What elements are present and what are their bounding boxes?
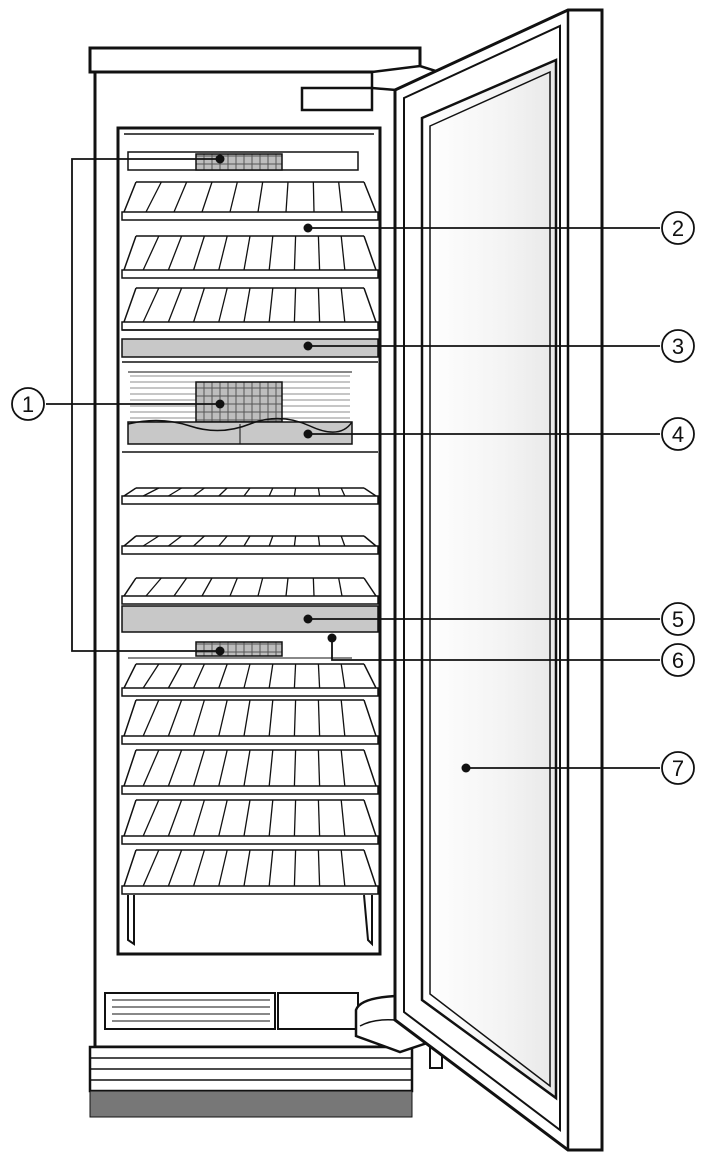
wine-shelf — [121, 577, 379, 605]
callout-4-label: 4 — [672, 422, 684, 447]
divider-plate — [121, 338, 379, 358]
wine-shelf — [121, 799, 379, 845]
callout-7: 7 — [661, 751, 695, 785]
plinth-slats — [90, 1057, 412, 1081]
leader-dots — [215, 154, 471, 773]
leader-lines — [46, 158, 660, 769]
floor-base — [89, 1090, 413, 1118]
upper-shelves — [121, 181, 379, 331]
cabinet-top-cap — [88, 46, 422, 74]
wine-shelf — [121, 663, 379, 697]
wine-shelf — [121, 699, 379, 745]
callout-1: 1 — [11, 387, 45, 421]
wine-shelf — [121, 181, 379, 221]
callout-5-label: 5 — [672, 607, 684, 632]
lower-fan-grille — [195, 641, 283, 657]
callout-5: 5 — [661, 602, 695, 636]
callout-6-label: 6 — [672, 648, 684, 673]
middle-shelves — [121, 487, 379, 605]
callout-7-label: 7 — [672, 756, 684, 781]
middle-fan-unit — [127, 371, 353, 445]
callout-2: 2 — [661, 211, 695, 245]
wine-shelf — [121, 487, 379, 505]
callout-3-label: 3 — [672, 334, 684, 359]
callout-1-label: 1 — [22, 392, 34, 417]
wine-shelf — [121, 849, 379, 895]
door-glass-pane — [420, 58, 558, 1101]
callout-3: 3 — [661, 329, 695, 363]
middle-fan-grille — [195, 381, 283, 423]
callout-2-label: 2 — [672, 216, 684, 241]
callout-6: 6 — [661, 643, 695, 677]
interior-compartment — [116, 126, 382, 956]
wine-shelf — [121, 749, 379, 795]
wine-shelf — [121, 535, 379, 555]
lower-shelves — [121, 663, 379, 895]
wine-shelf — [121, 235, 379, 279]
top-fan-grille — [195, 153, 283, 171]
bottom-vent — [104, 992, 276, 1030]
callout-4: 4 — [661, 417, 695, 451]
bottom-vent-slats — [112, 999, 270, 1022]
wine-shelf — [121, 287, 379, 331]
